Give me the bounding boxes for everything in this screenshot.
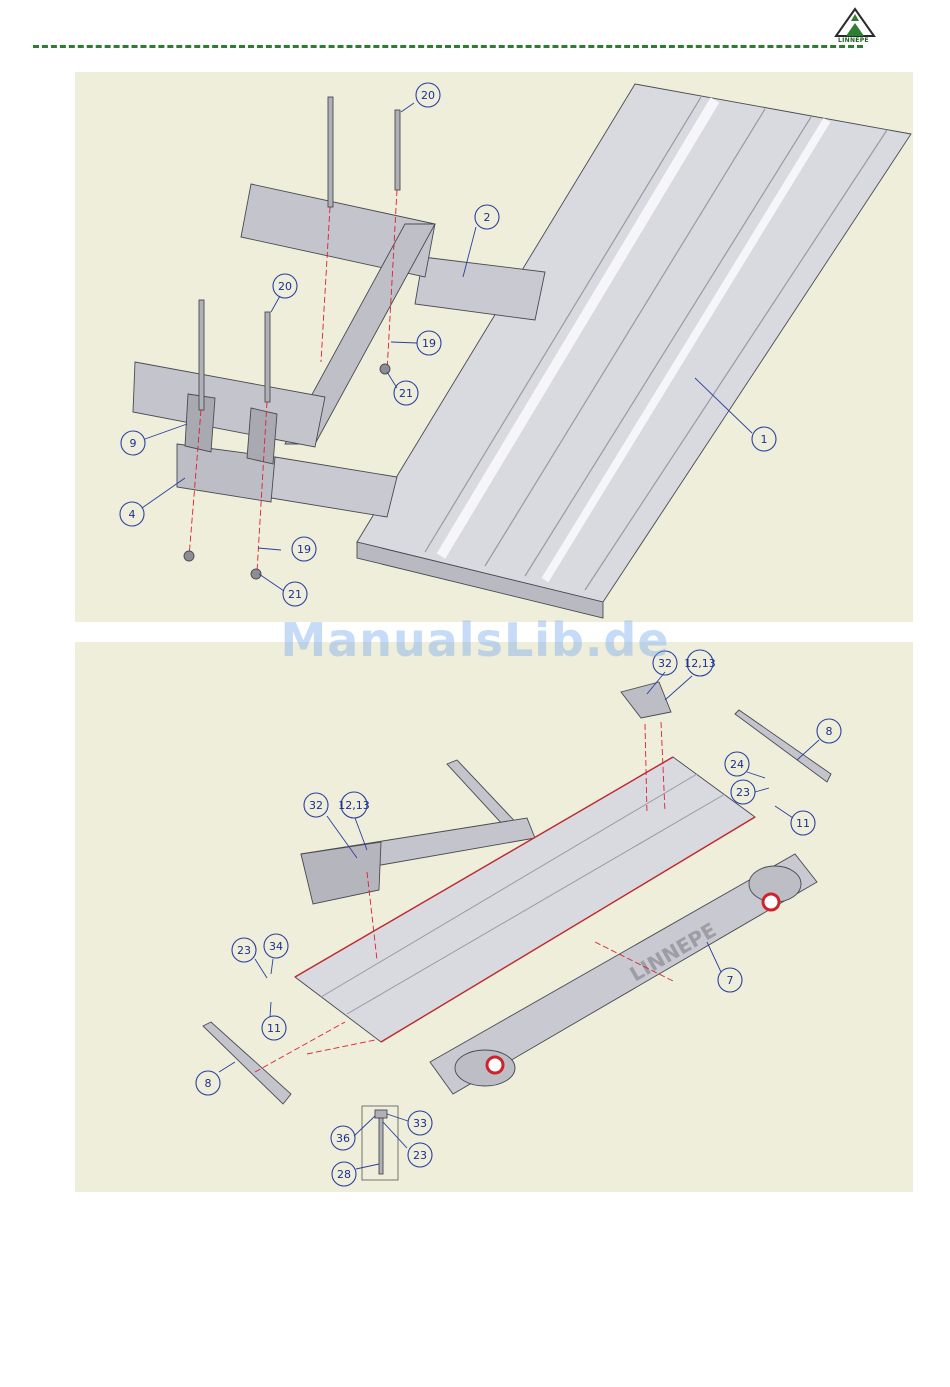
callout-label: 32 (653, 651, 677, 675)
svg-text:21: 21 (288, 588, 302, 601)
svg-text:11: 11 (796, 817, 810, 830)
callout-label: 19 (292, 537, 316, 561)
callout-label: 32 (304, 793, 328, 817)
callout-label: 21 (394, 381, 418, 405)
callout-label: 20 (273, 274, 297, 298)
svg-text:34: 34 (269, 940, 283, 953)
svg-text:8: 8 (826, 725, 833, 738)
callout-label: 2 (475, 205, 499, 229)
callout-label: 12,13 (684, 650, 716, 676)
callout-label: 11 (262, 1016, 286, 1040)
callout-label: 9 (121, 431, 145, 455)
callout-label: 4 (120, 502, 144, 526)
svg-text:20: 20 (421, 89, 435, 102)
svg-text:23: 23 (237, 944, 251, 957)
svg-text:20: 20 (278, 280, 292, 293)
svg-text:12,13: 12,13 (684, 657, 716, 670)
svg-text:9: 9 (130, 437, 137, 450)
diagram-bottom-canvas: LINNEPE 32 12,13 8 24 23 11 32 12,13 (75, 642, 913, 1192)
svg-text:28: 28 (337, 1168, 351, 1181)
svg-text:23: 23 (736, 786, 750, 799)
callout-label: 34 (264, 934, 288, 958)
callout-label: 23 (731, 780, 755, 804)
svg-text:12,13: 12,13 (338, 799, 370, 812)
callout-label: 7 (718, 968, 742, 992)
part-u-frame (133, 184, 435, 447)
svg-text:19: 19 (297, 543, 311, 556)
svg-text:32: 32 (658, 657, 672, 670)
svg-text:19: 19 (422, 337, 436, 350)
callout-label: 11 (791, 811, 815, 835)
svg-text:36: 36 (336, 1132, 350, 1145)
svg-text:4: 4 (129, 508, 136, 521)
svg-text:8: 8 (205, 1077, 212, 1090)
callout-label: 20 (416, 83, 440, 107)
header-dashed-rule (33, 45, 863, 48)
logo-text: LINNEPE (838, 37, 869, 44)
exploded-view-top: 20 2 20 19 21 9 1 4 19 21 (75, 72, 913, 622)
callout-label: 8 (817, 719, 841, 743)
svg-text:21: 21 (399, 387, 413, 400)
svg-text:1: 1 (761, 433, 768, 446)
callout-label: 33 (408, 1111, 432, 1135)
callout-label: 36 (331, 1126, 355, 1150)
callout-label: 24 (725, 752, 749, 776)
svg-text:24: 24 (730, 758, 744, 771)
callout-label: 21 (283, 582, 307, 606)
svg-text:32: 32 (309, 799, 323, 812)
svg-text:11: 11 (267, 1022, 281, 1035)
svg-text:2: 2 (484, 211, 491, 224)
part-bracket-32 (621, 682, 671, 718)
callout-label: 1 (752, 427, 776, 451)
callout-label: 8 (196, 1071, 220, 1095)
svg-text:7: 7 (727, 974, 734, 987)
diagram-top-canvas: 20 2 20 19 21 9 1 4 19 21 (75, 72, 913, 622)
svg-text:33: 33 (413, 1117, 427, 1130)
part-ramp-plate-1 (357, 84, 911, 618)
callout-label: 28 (332, 1162, 356, 1186)
callout-label: 23 (408, 1143, 432, 1167)
svg-text:23: 23 (413, 1149, 427, 1162)
callout-label: 12,13 (338, 792, 370, 818)
exploded-view-bottom: LINNEPE 32 12,13 8 24 23 11 32 12,13 (75, 642, 913, 1192)
callout-label: 23 (232, 938, 256, 962)
callout-label: 19 (417, 331, 441, 355)
